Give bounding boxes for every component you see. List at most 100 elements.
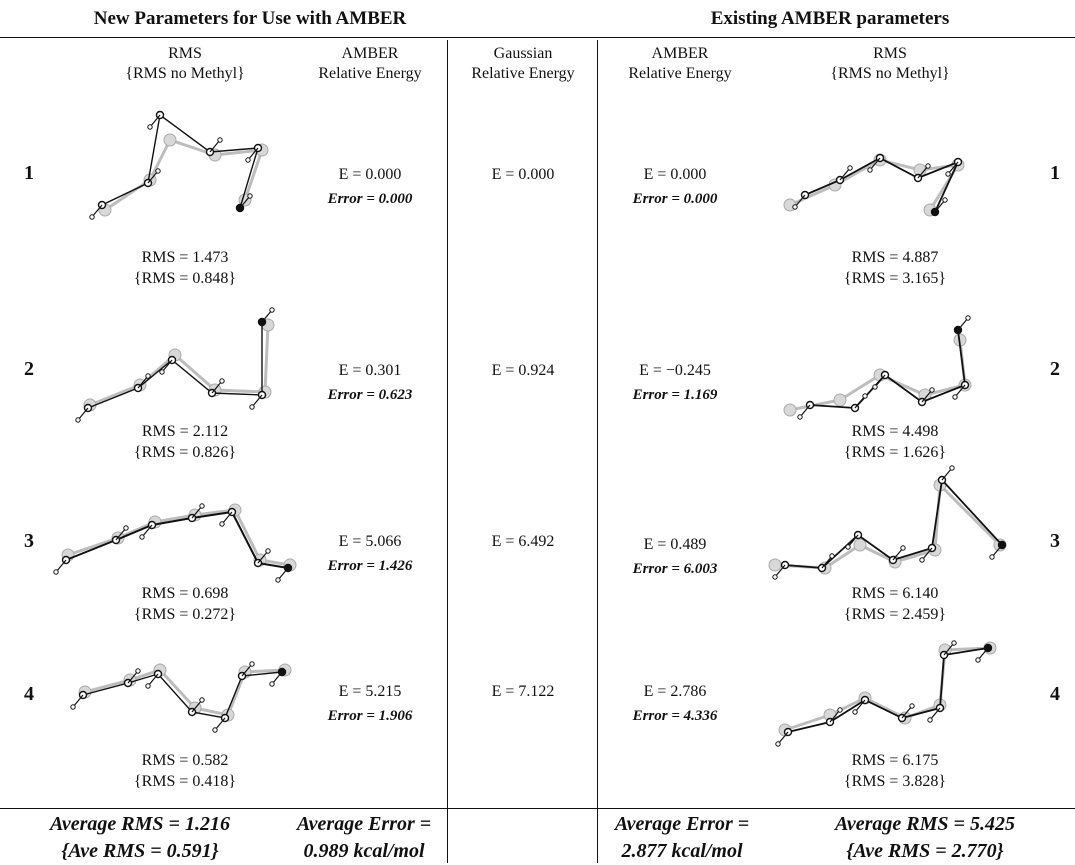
energy-value: E = 5.066 [338,533,402,550]
col-header-line: Relative Energy [628,65,732,82]
old-rms-3: RMS = 6.140 {RMS = 2.459} [805,583,985,625]
col-header-line: Gaussian [493,45,553,62]
col-header-line: RMS [168,45,202,62]
error-value: Error = 6.003 [632,561,718,577]
rms-value: RMS = 2.112 [141,423,229,440]
gaussian-energy-2: E = 0.924 [491,362,555,379]
error-value: Error = 1.906 [327,708,413,724]
new-energy-3: E = 5.066 Error = 1.426 [300,530,440,578]
avg-rms-nomethyl: {Ave RMS = 0.591} [61,840,219,862]
row-label-3: 3 [24,530,34,552]
footer-rule [0,808,1075,809]
molecule-new-2 [75,307,275,423]
old-rms-2: RMS = 4.498 {RMS = 1.626} [805,421,985,463]
molecule-new-4 [70,661,292,733]
molecule-new-1 [89,110,269,220]
col-header-line: {RMS no Methyl} [125,65,245,82]
error-value: Error = 1.426 [327,558,413,574]
molecule-old-3 [768,465,1007,580]
divider-left [447,40,448,863]
col-header-line: AMBER [651,45,709,62]
rms-nomethyl-value: {RMS = 3.165} [843,270,947,287]
col-header-gaussian: Gaussian Relative Energy [452,44,594,84]
rms-nomethyl-value: {RMS = 2.459} [843,606,947,623]
footer-new-avg-error: Average Error = 0.989 kcal/mol [280,811,448,865]
avg-rms: Average RMS = 5.425 [835,813,1015,835]
divider-right [597,40,598,863]
row-label-1-right: 1 [1050,162,1060,184]
header-rule [0,37,1075,38]
col-header-line: RMS [873,45,907,62]
row-label-3-right: 3 [1050,530,1060,552]
energy-value: E = 5.215 [338,683,402,700]
footer-old-avg-rms: Average RMS = 5.425 {Ave RMS = 2.770} [790,811,1060,865]
rms-value: RMS = 6.175 [851,752,939,769]
row-label-4: 4 [24,683,34,705]
row-label-1: 1 [24,162,34,184]
rms-nomethyl-value: {RMS = 0.848} [133,270,237,287]
col-header-line: Relative Energy [471,65,575,82]
new-energy-1: E = 0.000 Error = 0.000 [300,163,440,211]
error-value: Error = 0.623 [327,387,413,403]
energy-value: E = 0.489 [643,536,707,553]
error-value: Error = 4.336 [632,708,718,724]
new-rms-2: RMS = 2.112 {RMS = 0.826} [95,421,275,463]
col-header-line: Relative Energy [318,65,422,82]
old-rms-1: RMS = 4.887 {RMS = 3.165} [805,247,985,289]
new-rms-1: RMS = 1.473 {RMS = 0.848} [95,247,275,289]
col-header-old-rms: RMS {RMS no Methyl} [800,44,980,84]
rms-value: RMS = 4.498 [851,423,939,440]
avg-error-value: 2.877 kcal/mol [621,840,743,862]
new-rms-4: RMS = 0.582 {RMS = 0.418} [95,750,275,792]
molecule-old-4 [775,640,997,747]
rms-nomethyl-value: {RMS = 0.272} [133,606,237,623]
error-value: Error = 0.000 [327,191,413,207]
energy-value: E = 0.000 [643,166,707,183]
avg-rms: Average RMS = 1.216 [50,813,230,835]
energy-value: E = 0.301 [338,362,402,379]
avg-rms-nomethyl: {Ave RMS = 2.770} [846,840,1004,862]
col-header-line: AMBER [341,45,399,62]
right-section-title: Existing AMBER parameters [710,8,950,29]
footer-new-avg-rms: Average RMS = 1.216 {Ave RMS = 0.591} [10,811,270,865]
energy-value: E = 2.786 [643,683,707,700]
error-value: Error = 1.169 [632,387,718,403]
rms-value: RMS = 0.582 [141,752,229,769]
row-label-2-right: 2 [1050,358,1060,380]
error-value: Error = 0.000 [632,191,718,207]
old-energy-4: E = 2.786 Error = 4.336 [605,680,745,728]
left-section-title: New Parameters for Use with AMBER [93,8,407,29]
rms-value: RMS = 1.473 [141,249,229,266]
energy-value: E = −0.245 [639,362,711,379]
col-header-new-rms: RMS {RMS no Methyl} [95,44,275,84]
gaussian-energy-1: E = 0.000 [491,166,555,183]
rms-value: RMS = 4.887 [851,249,939,266]
footer-old-avg-error: Average Error = 2.877 kcal/mol [598,811,766,865]
old-energy-2: E = −0.245 Error = 1.169 [605,359,745,407]
molecule-old-2 [783,315,972,420]
rms-nomethyl-value: {RMS = 0.418} [133,773,237,790]
rms-nomethyl-value: {RMS = 3.828} [843,773,947,790]
rms-value: RMS = 6.140 [851,585,939,602]
new-energy-2: E = 0.301 Error = 0.623 [300,359,440,407]
col-header-new-amber: AMBER Relative Energy [300,44,440,84]
gaussian-energy-4: E = 7.122 [491,683,555,700]
energy-value: E = 0.000 [338,166,402,183]
row-label-2: 2 [24,358,34,380]
molecule-old-1 [783,153,965,217]
old-energy-1: E = 0.000 Error = 0.000 [605,163,745,211]
molecule-new-3 [53,503,297,583]
new-energy-4: E = 5.215 Error = 1.906 [300,680,440,728]
row-label-4-right: 4 [1050,683,1060,705]
new-rms-3: RMS = 0.698 {RMS = 0.272} [95,583,275,625]
old-energy-3: E = 0.489 Error = 6.003 [605,533,745,581]
avg-error-label: Average Error = [296,813,432,835]
rms-nomethyl-value: {RMS = 1.626} [843,444,947,461]
old-rms-4: RMS = 6.175 {RMS = 3.828} [805,750,985,792]
gaussian-energy-3: E = 6.492 [491,533,555,550]
col-header-old-amber: AMBER Relative Energy [610,44,750,84]
rms-value: RMS = 0.698 [141,585,229,602]
avg-error-label: Average Error = [614,813,750,835]
col-header-line: {RMS no Methyl} [830,65,950,82]
